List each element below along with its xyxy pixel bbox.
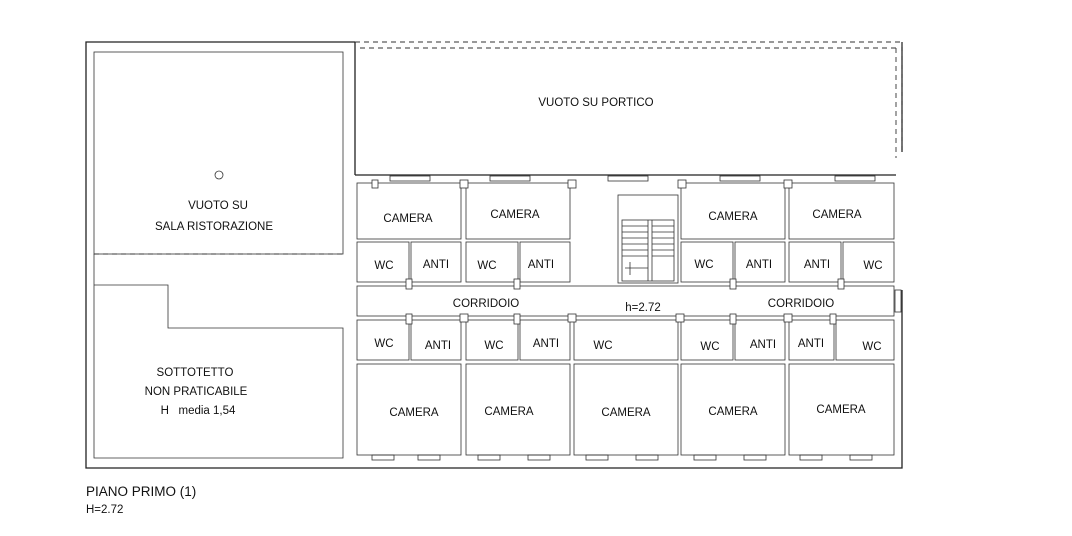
label-wc-top-3: WC: [694, 259, 713, 271]
label-camera-top-1: CAMERA: [383, 213, 433, 225]
label-corridoio-2: CORRIDOIO: [768, 298, 835, 310]
label-wc-bot-3: WC: [593, 340, 612, 352]
label-anti-top-3: ANTI: [746, 259, 772, 271]
vuoto-sala-area: [93, 51, 344, 255]
vuoto-portico-area: [360, 47, 897, 158]
caption-title: PIANO PRIMO (1): [86, 484, 196, 499]
label-vuoto-sala-2: SALA RISTORAZIONE: [155, 221, 273, 233]
sottotetto-area: [93, 254, 344, 459]
label-wc-bot-4: WC: [700, 341, 719, 353]
label-corridor-height: h=2.72: [625, 302, 661, 314]
bottom-camera-rooms: [356, 363, 895, 456]
label-anti-top-2: ANTI: [528, 259, 554, 271]
label-camera-bot-2: CAMERA: [484, 406, 534, 418]
label-anti-bot-2: ANTI: [533, 338, 559, 350]
label-wc-top-4: WC: [863, 260, 882, 272]
label-corridoio-1: CORRIDOIO: [453, 298, 520, 310]
label-camera-bot-4: CAMERA: [708, 406, 758, 418]
label-anti-bot-4: ANTI: [798, 338, 824, 350]
label-wc-bot-5: WC: [862, 341, 881, 353]
label-sottotetto-2: NON PRATICABILE: [145, 386, 248, 398]
bottom-bath-rooms: [356, 319, 895, 361]
label-camera-bot-1: CAMERA: [389, 407, 439, 419]
top-camera-rooms: [356, 182, 895, 240]
label-wc-top-2: WC: [477, 260, 496, 272]
label-sottotetto-3: H media 1,54: [161, 405, 236, 417]
top-bath-rooms: [356, 241, 895, 283]
label-camera-top-2: CAMERA: [490, 209, 540, 221]
label-sottotetto-1: SOTTOTETTO: [157, 367, 234, 379]
label-wc-bot-2: WC: [484, 340, 503, 352]
windows-top: [389, 175, 876, 182]
door-openings: [371, 179, 845, 325]
label-wc-bot-1: WC: [374, 338, 393, 350]
outer-walls: [85, 41, 903, 469]
caption-height: H=2.72: [86, 504, 123, 516]
windows-bottom: [371, 454, 873, 461]
corridor: [356, 285, 902, 317]
label-camera-bot-5: CAMERA: [816, 404, 866, 416]
label-camera-top-3: CAMERA: [708, 211, 758, 223]
label-camera-bot-3: CAMERA: [601, 407, 651, 419]
label-camera-top-4: CAMERA: [812, 209, 862, 221]
label-vuoto-sala-1: VUOTO SU: [188, 200, 248, 212]
label-wc-top-1: WC: [374, 260, 393, 272]
label-anti-top-4: ANTI: [804, 259, 830, 271]
label-anti-bot-3: ANTI: [750, 339, 776, 351]
label-vuoto-portico: VUOTO SU PORTICO: [538, 97, 653, 109]
label-anti-top-1: ANTI: [423, 259, 449, 271]
label-anti-bot-1: ANTI: [425, 340, 451, 352]
stair-core: [617, 194, 679, 284]
